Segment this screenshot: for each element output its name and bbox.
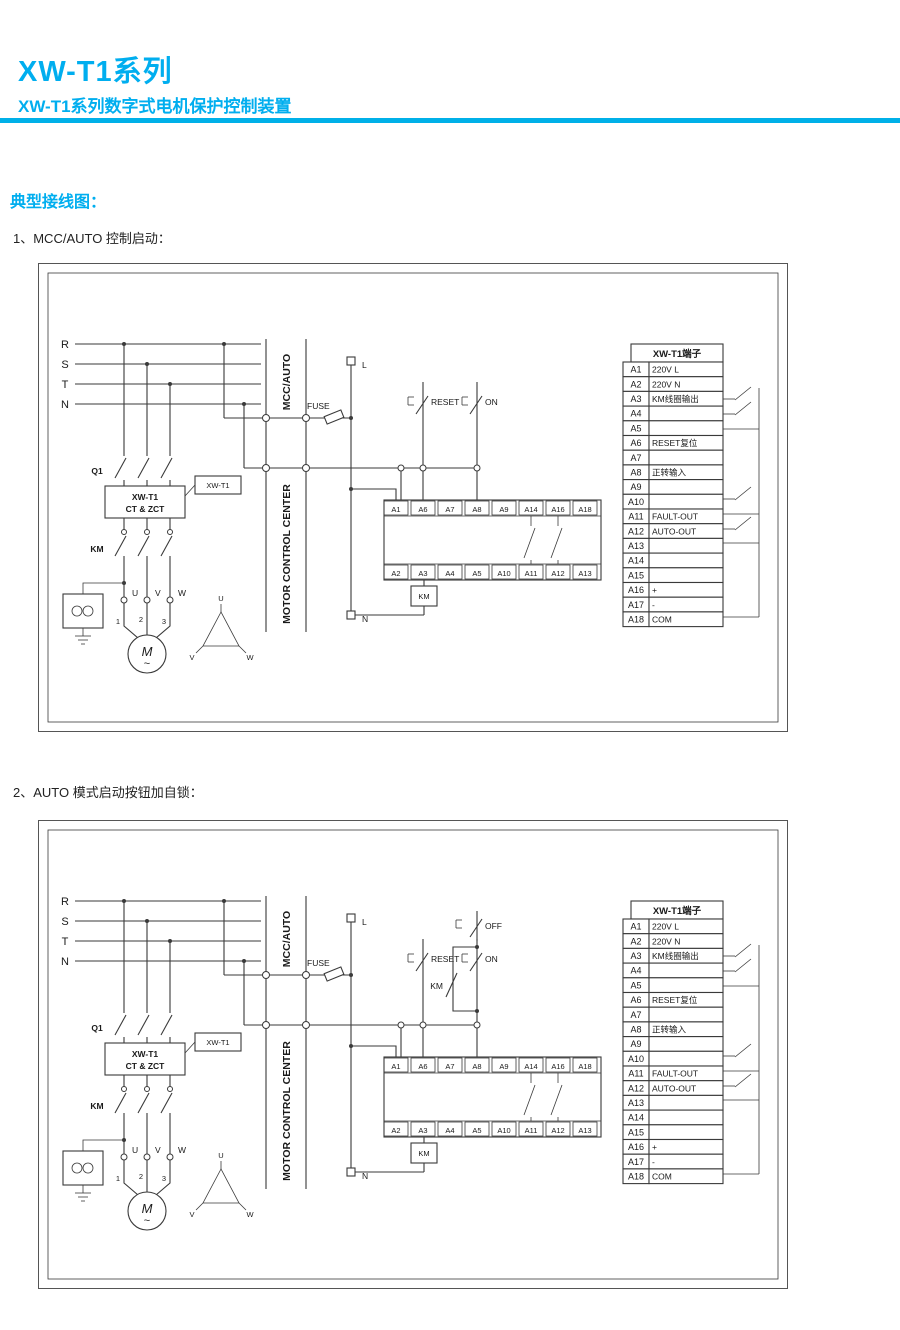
header-rule <box>0 118 900 123</box>
km-latch-label: KM <box>430 981 443 991</box>
diagram1-caption: 1、MCC/AUTO 控制启动： <box>13 231 171 246</box>
diagram2-overlay: OFF KM <box>430 911 502 1013</box>
diagram2-frame: OFF KM <box>38 820 788 1289</box>
diagram1-frame: R S T N <box>38 263 788 732</box>
diagram2-svg: OFF KM <box>47 829 779 1280</box>
section-title: 典型接线图： <box>10 194 107 211</box>
km-latch-contact: KM <box>430 945 479 1013</box>
off-button: OFF <box>455 911 502 941</box>
page-subtitle: XW-T1系列数字式电机保护控制装置 <box>18 97 292 116</box>
off-label: OFF <box>485 921 502 931</box>
page-title: XW-T1系列 <box>18 56 173 88</box>
diagram1-svg: R S T N <box>47 272 779 723</box>
diagram2-caption: 2、AUTO 模式启动按钮加自锁： <box>13 785 203 800</box>
